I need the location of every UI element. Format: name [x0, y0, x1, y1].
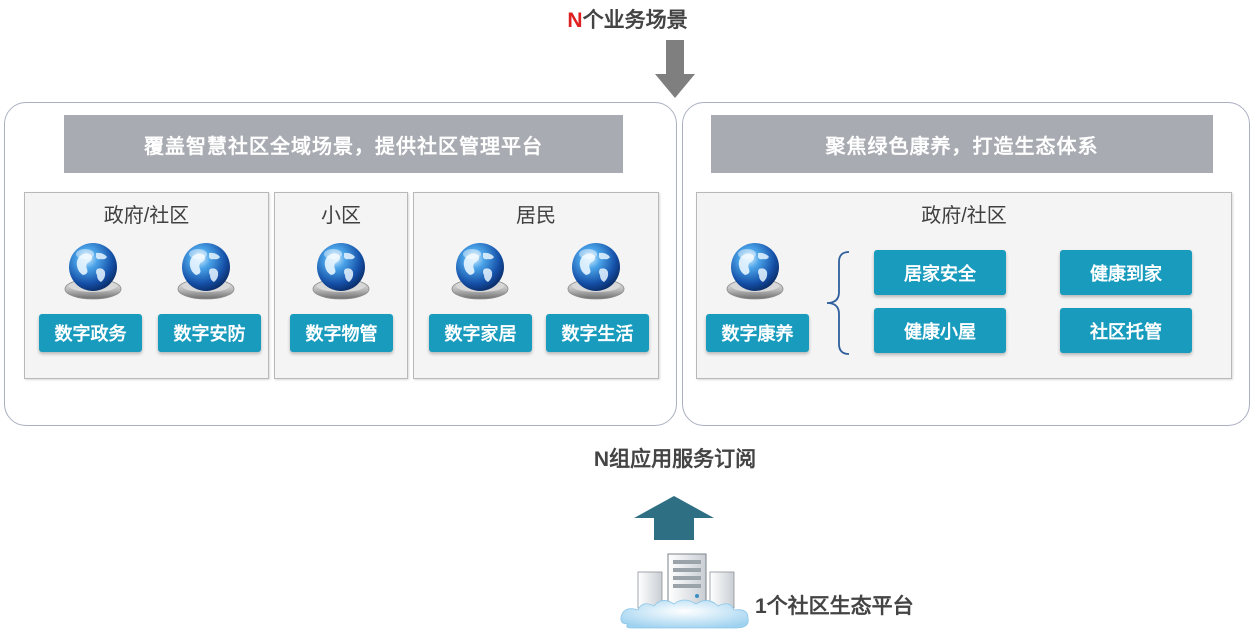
group-title: 政府/社区 [103, 205, 190, 227]
health-at-home-tag: 健康到家 [1060, 250, 1192, 295]
arrow-up-icon [634, 496, 714, 540]
digital-security-tag: 数字安防 [158, 314, 261, 352]
server-cloud-icon [620, 553, 749, 629]
service-subscription-label: N组应用服务订阅 [593, 448, 757, 471]
globe-icon [63, 239, 123, 301]
health-cabin-tag: 健康小屋 [874, 308, 1006, 353]
community-ecosystem-platform-label: 1个社区生态平台 [755, 595, 914, 618]
digital-government-tag: 数字政务 [39, 314, 142, 352]
scenario-title-text: 个业务场景 [582, 9, 688, 32]
brace-icon [826, 251, 850, 355]
digital-elderly-care-tag: 数字康养 [706, 314, 809, 352]
globe-icon [566, 239, 626, 301]
globe-icon [176, 239, 236, 301]
digital-property-tag: 数字物管 [290, 314, 393, 352]
home-safety-tag: 居家安全 [874, 250, 1006, 295]
globe-icon [450, 239, 510, 301]
group-title: 政府/社区 [921, 205, 1007, 227]
community-management-banner: 覆盖智慧社区全域场景，提供社区管理平台 [64, 115, 623, 173]
business-scenarios-title: N个业务场景 [0, 4, 1255, 34]
globe-icon [311, 239, 371, 301]
group-title: 居民 [516, 205, 556, 227]
arrow-down-icon [655, 40, 695, 98]
digital-home-tag: 数字家居 [429, 314, 532, 352]
group-title: 小区 [321, 205, 361, 227]
digital-life-tag: 数字生活 [546, 314, 649, 352]
globe-icon [725, 239, 785, 301]
scenario-count-prefix: N [567, 9, 583, 32]
elderly-care-banner: 聚焦绿色康养，打造生态体系 [711, 115, 1213, 173]
community-custody-tag: 社区托管 [1060, 308, 1192, 353]
